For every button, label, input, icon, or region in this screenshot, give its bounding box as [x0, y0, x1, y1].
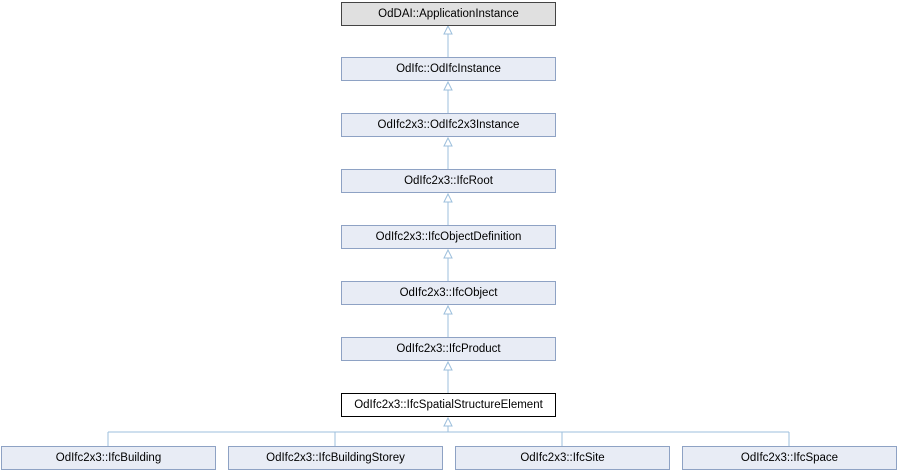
- node-odifc-instance[interactable]: OdIfc::OdIfcInstance: [341, 57, 556, 81]
- node-ifc-building-storey[interactable]: OdIfc2x3::IfcBuildingStorey: [228, 446, 443, 470]
- node-ifc-object-definition[interactable]: OdIfc2x3::IfcObjectDefinition: [341, 225, 556, 249]
- node-application-instance[interactable]: OdDAI::ApplicationInstance: [341, 2, 556, 26]
- arrowhead-odifc-instance: [443, 80, 453, 91]
- arrowhead-ifc-object: [443, 304, 453, 315]
- node-ifc-site[interactable]: OdIfc2x3::IfcSite: [455, 446, 670, 470]
- arrowhead-ifc-spatial-structure-element: [443, 416, 453, 427]
- arrowhead-odifc2x3-instance: [443, 136, 453, 147]
- node-ifc-product[interactable]: OdIfc2x3::IfcProduct: [341, 337, 556, 361]
- arrowhead-ifc-product: [443, 360, 453, 371]
- node-ifc-object[interactable]: OdIfc2x3::IfcObject: [341, 281, 556, 305]
- arrowhead-application-instance: [443, 24, 453, 35]
- node-ifc-building[interactable]: OdIfc2x3::IfcBuilding: [1, 446, 216, 470]
- node-ifc-space[interactable]: OdIfc2x3::IfcSpace: [682, 446, 897, 470]
- node-ifc-root[interactable]: OdIfc2x3::IfcRoot: [341, 169, 556, 193]
- arrowhead-ifc-root: [443, 192, 453, 203]
- arrowhead-ifc-object-definition: [443, 248, 453, 259]
- node-odifc2x3-instance[interactable]: OdIfc2x3::OdIfc2x3Instance: [341, 113, 556, 137]
- node-ifc-spatial-structure-element: OdIfc2x3::IfcSpatialStructureElement: [341, 393, 556, 417]
